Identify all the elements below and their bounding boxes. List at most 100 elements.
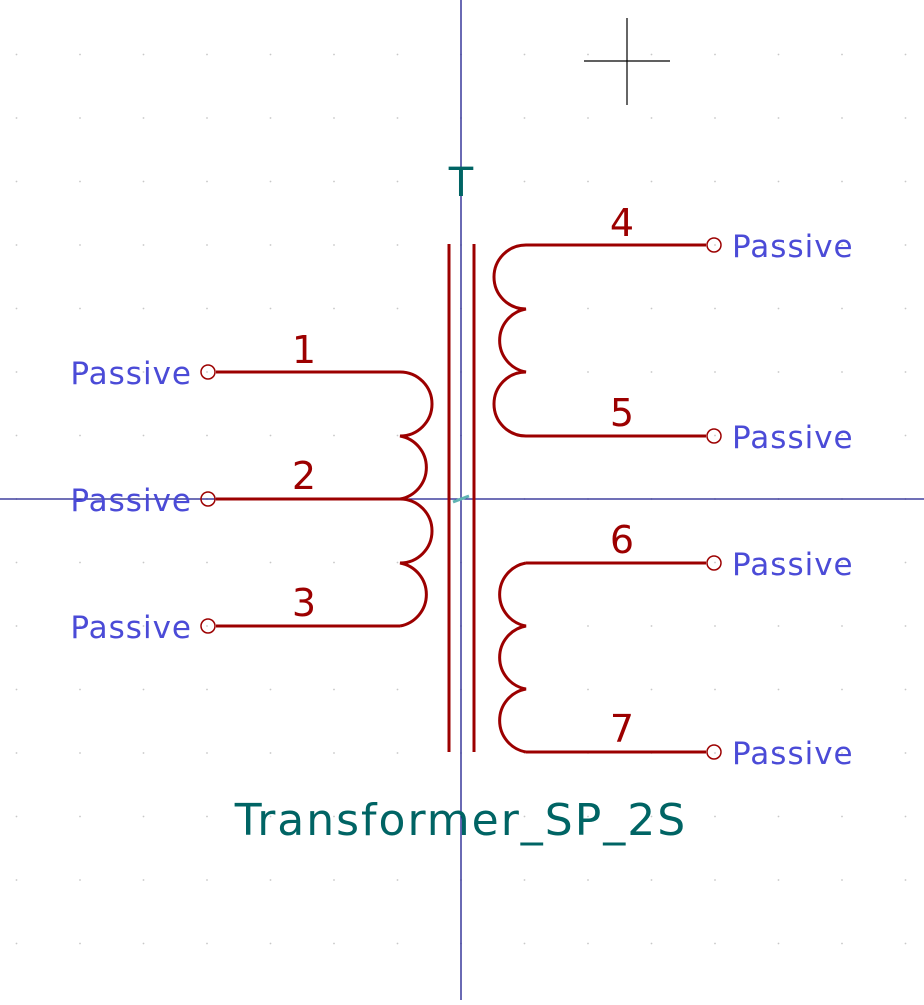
pin-7[interactable]: 7 Passive bbox=[526, 707, 854, 772]
grid-dot bbox=[714, 942, 716, 945]
grid-dot bbox=[523, 815, 526, 818]
grid-dot bbox=[396, 561, 399, 564]
reference-field[interactable]: T bbox=[448, 160, 474, 206]
grid-dot bbox=[269, 879, 272, 881]
grid-dot bbox=[333, 752, 335, 754]
grid-dot bbox=[777, 561, 780, 564]
pin-4[interactable]: 4 Passive bbox=[526, 201, 854, 265]
pin-2[interactable]: 2 Passive bbox=[70, 454, 400, 519]
pin-4-number: 4 bbox=[610, 201, 634, 245]
grid-dot bbox=[587, 117, 589, 119]
grid-dot bbox=[841, 561, 843, 564]
grid-dot bbox=[269, 815, 272, 818]
grid-dot bbox=[142, 53, 145, 56]
grid-dot bbox=[904, 434, 907, 437]
grid-dot bbox=[523, 180, 526, 183]
grid-dot bbox=[333, 815, 335, 818]
pin-5[interactable]: 5 Passive bbox=[526, 391, 854, 456]
grid-dot bbox=[904, 307, 907, 310]
grid-dot bbox=[904, 180, 907, 183]
pin-3-number: 3 bbox=[292, 581, 316, 625]
grid-dot bbox=[79, 561, 81, 564]
grid-dot bbox=[587, 879, 589, 881]
grid-dot bbox=[206, 879, 208, 881]
grid-dot bbox=[269, 307, 272, 310]
grid-dot bbox=[714, 879, 716, 881]
grid-dot bbox=[396, 434, 399, 437]
grid-dot bbox=[79, 371, 81, 373]
grid-dot bbox=[142, 371, 145, 373]
anchor-marker bbox=[452, 494, 470, 504]
grid-dot bbox=[714, 561, 716, 564]
grid-dot bbox=[333, 244, 335, 246]
grid-dot bbox=[777, 625, 780, 627]
grid-dot bbox=[15, 434, 18, 437]
grid-dot bbox=[206, 942, 208, 945]
grid-dot bbox=[79, 879, 81, 881]
grid-dot bbox=[904, 879, 907, 881]
grid-dot bbox=[206, 307, 208, 310]
grid-dot bbox=[777, 371, 780, 373]
grid-dot bbox=[396, 752, 399, 754]
secondary-winding-1-coil[interactable] bbox=[492, 243, 527, 438]
grid-dot bbox=[904, 625, 907, 627]
grid-dot bbox=[15, 879, 18, 881]
grid-dot bbox=[650, 942, 653, 945]
grid-dot bbox=[206, 434, 208, 437]
grid-dot bbox=[15, 180, 18, 183]
grid-dot bbox=[650, 307, 653, 310]
grid-dot bbox=[269, 117, 272, 119]
grid-dot bbox=[587, 371, 589, 373]
grid-dot bbox=[904, 752, 907, 754]
grid-dot bbox=[333, 688, 335, 691]
value-field[interactable]: Transformer_SP_2S bbox=[234, 795, 687, 846]
grid-dot bbox=[904, 244, 907, 246]
grid-dot bbox=[206, 815, 208, 818]
secondary-winding-2-coil[interactable] bbox=[498, 561, 527, 754]
grid-dot bbox=[904, 53, 907, 56]
pin-1-endpoint bbox=[200, 364, 216, 380]
grid-dot bbox=[523, 117, 526, 119]
pin-1[interactable]: 1 Passive bbox=[70, 328, 400, 392]
grid-dot bbox=[714, 180, 716, 183]
grid-dot bbox=[269, 53, 272, 56]
grid-dot bbox=[142, 117, 145, 119]
pin-3-endpoint bbox=[200, 618, 216, 634]
grid-dot bbox=[650, 815, 653, 818]
grid-dot bbox=[269, 180, 272, 183]
grid-dot bbox=[79, 625, 81, 627]
grid-dot bbox=[587, 53, 589, 56]
pin-3[interactable]: 3 Passive bbox=[70, 581, 400, 646]
grid-dot bbox=[333, 561, 335, 564]
grid-dot bbox=[79, 117, 81, 119]
grid-dot bbox=[714, 752, 716, 754]
grid-dot bbox=[904, 371, 907, 373]
grid-dot bbox=[79, 752, 81, 754]
grid-dot bbox=[650, 625, 653, 627]
grid-dot bbox=[777, 180, 780, 183]
grid-dot bbox=[714, 371, 716, 373]
grid-dot bbox=[714, 434, 716, 437]
grid-dot bbox=[650, 117, 653, 119]
pin-6[interactable]: 6 Passive bbox=[526, 518, 854, 583]
grid-dot bbox=[904, 561, 907, 564]
grid-dot bbox=[777, 53, 780, 56]
grid-dot bbox=[79, 244, 81, 246]
grid-dot bbox=[587, 180, 589, 183]
grid-dot bbox=[79, 180, 81, 183]
grid-dot bbox=[777, 815, 780, 818]
pin-7-endpoint bbox=[706, 744, 722, 760]
grid-dot bbox=[777, 244, 780, 246]
grid-dot bbox=[587, 942, 589, 945]
transformer-core[interactable] bbox=[447, 244, 476, 752]
grid-dot bbox=[206, 688, 208, 691]
grid-dot bbox=[841, 434, 843, 437]
grid-dot bbox=[79, 815, 81, 818]
grid-dot bbox=[650, 688, 653, 691]
grid-dot bbox=[841, 307, 843, 310]
grid-dot bbox=[777, 942, 780, 945]
grid-dot bbox=[396, 815, 399, 818]
grid-dot bbox=[269, 942, 272, 945]
grid-dot bbox=[142, 625, 145, 627]
